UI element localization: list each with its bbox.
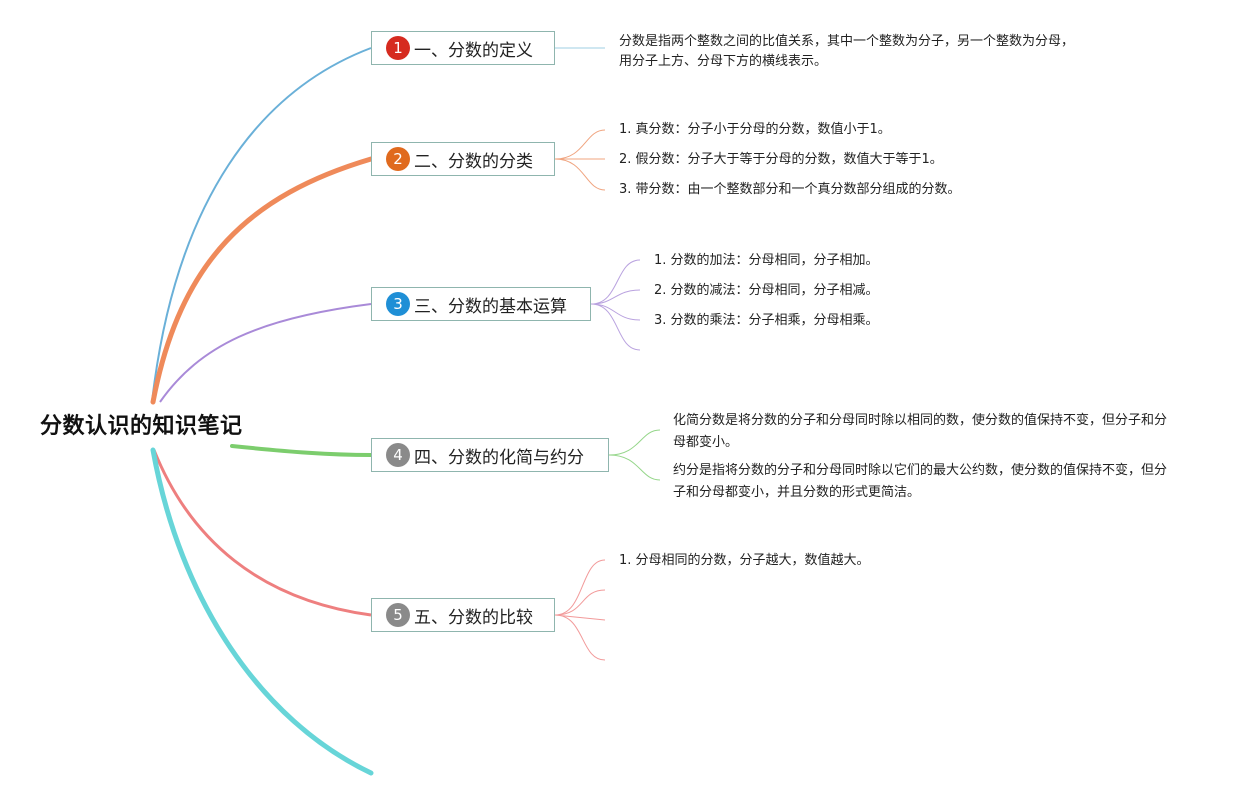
definition-line-1: 分数是指两个整数之间的比值关系，其中一个整数为分子，另一个整数为分母， xyxy=(619,34,1075,49)
simplification-paragraph-1: 化简分数是将分数的分子和分母同时除以相同的数，使分数的值保持不变，但分子和分母都… xyxy=(673,413,1168,450)
number-badge-5: 5 xyxy=(386,603,410,627)
branch-line-5 xyxy=(152,449,372,617)
number-badge-2: 2 xyxy=(386,147,410,171)
definition-line-2: 用分子上方、分母下方的横线表示。 xyxy=(619,54,828,69)
branch-line-1 xyxy=(151,47,372,403)
topic-simplification[interactable]: 4 四、分数的化简与约分 xyxy=(371,438,609,472)
operations-item-1: 1. 分数的加法：分母相同，分子相加。 xyxy=(654,253,879,268)
classification-item-3: 3. 带分数：由一个整数部分和一个真分数部分组成的分数。 xyxy=(619,182,961,197)
simplification-paragraph-2: 约分是指将分数的分子和分母同时除以它们的最大公约数，使分数的值保持不变，但分子和… xyxy=(673,463,1168,500)
sub-lines-2 xyxy=(554,129,606,191)
topic-label: 二、分数的分类 xyxy=(414,151,533,172)
branch-line-3 xyxy=(159,303,372,403)
branch-line-4 xyxy=(230,444,373,457)
comparison-item-1: 1. 分母相同的分数，分子越大，数值越大。 xyxy=(619,553,870,568)
topic-classification[interactable]: 2 二、分数的分类 xyxy=(371,142,555,176)
topic-comparison[interactable]: 5 五、分数的比较 xyxy=(371,598,555,632)
topic-label: 四、分数的化简与约分 xyxy=(414,447,584,468)
operations-item-3: 3. 分数的乘法：分子相乘，分母相乘。 xyxy=(654,313,879,328)
topic-operations[interactable]: 3 三、分数的基本运算 xyxy=(371,287,591,321)
topic-label: 三、分数的基本运算 xyxy=(414,296,567,317)
classification-item-1: 1. 真分数：分子小于分母的分数，数值小于1。 xyxy=(619,122,891,137)
sub-lines-3 xyxy=(590,259,641,351)
sub-lines-4 xyxy=(608,429,661,481)
operations-item-2: 2. 分数的减法：分母相同，分子相减。 xyxy=(654,283,879,298)
topic-definition[interactable]: 1 一、分数的定义 xyxy=(371,31,555,65)
number-badge-1: 1 xyxy=(386,36,410,60)
number-badge-4: 4 xyxy=(386,443,410,467)
topic-label: 五、分数的比较 xyxy=(414,607,533,628)
topic-label: 一、分数的定义 xyxy=(414,40,533,61)
branch-line-2 xyxy=(150,156,374,405)
root-topic[interactable]: 分数认识的知识笔记 xyxy=(40,414,243,439)
sub-lines-5 xyxy=(554,559,606,661)
classification-item-2: 2. 假分数：分子大于等于分母的分数，数值大于等于1。 xyxy=(619,152,943,167)
number-badge-3: 3 xyxy=(386,292,410,316)
branch-line-6 xyxy=(150,447,374,776)
